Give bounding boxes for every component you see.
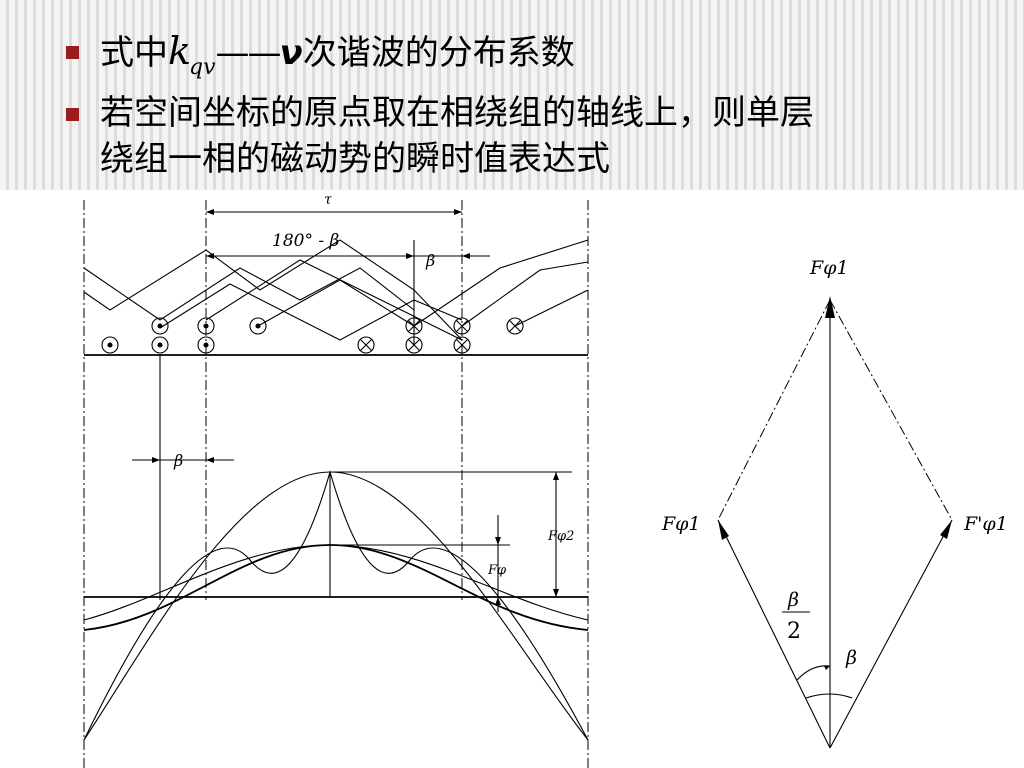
angle-arc-half [796,665,831,681]
tau-label: τ [324,192,332,208]
phasor-left-side [717,519,831,749]
k-subscript: qv [189,55,216,80]
angle-arc-full [805,693,853,699]
suffix-text: 次谐波的分布系数 [302,33,575,73]
beta-top-label: β [425,251,435,270]
winding-diagram: τ 180° - β β [83,192,589,768]
bullet-text-1: 式中kqv——ν次谐波的分布系数 [100,28,575,91]
beta-top-arrow [462,253,470,259]
phasor-right-label: F'φ1 [963,513,1008,535]
beta-half-denominator: 2 [787,619,801,644]
beta-half-numerator: β [787,589,799,611]
prefix-text: 式中 [100,33,168,73]
bullet-marker [66,46,79,59]
phasor-dash-left-top [717,299,831,521]
span-label: 180° - β [272,231,339,251]
bullet-text-2-line1: 若空间坐标的原点取在相绕组的轴线上，则单层 [100,93,814,133]
left-phasor-arrow-icon [718,520,729,540]
angle-arc-arrow [824,666,830,670]
fphi-label: Fφ [487,563,507,578]
resultant-arrow-icon [825,296,835,318]
fphi2-label: Fφ2 [547,529,574,544]
phasor-top-label: Fφ1 [809,257,849,279]
header-background [0,0,1024,190]
beta-mid-label: β [173,451,183,470]
conductor-symbols [101,317,524,354]
bullet-marker [66,108,79,121]
k-letter: k [168,29,192,73]
k-symbol: kqv [168,29,216,80]
bullet-text-2-line2: 绕组一相的磁动势的瞬时值表达式 [100,139,610,179]
right-phasor-arrow-icon [940,520,952,539]
phasor-diagram: Fφ1 Fφ1 F'φ1 β 2 β [661,257,1008,749]
coil-end-connections [83,239,589,341]
phasor-left-label: Fφ1 [661,513,701,535]
dash-text: —— [215,33,282,73]
nu-symbol: ν [279,33,303,73]
beta-angle-label: β [845,647,857,669]
phasor-right-side [829,519,953,749]
phasor-dash-right-top [829,299,953,521]
